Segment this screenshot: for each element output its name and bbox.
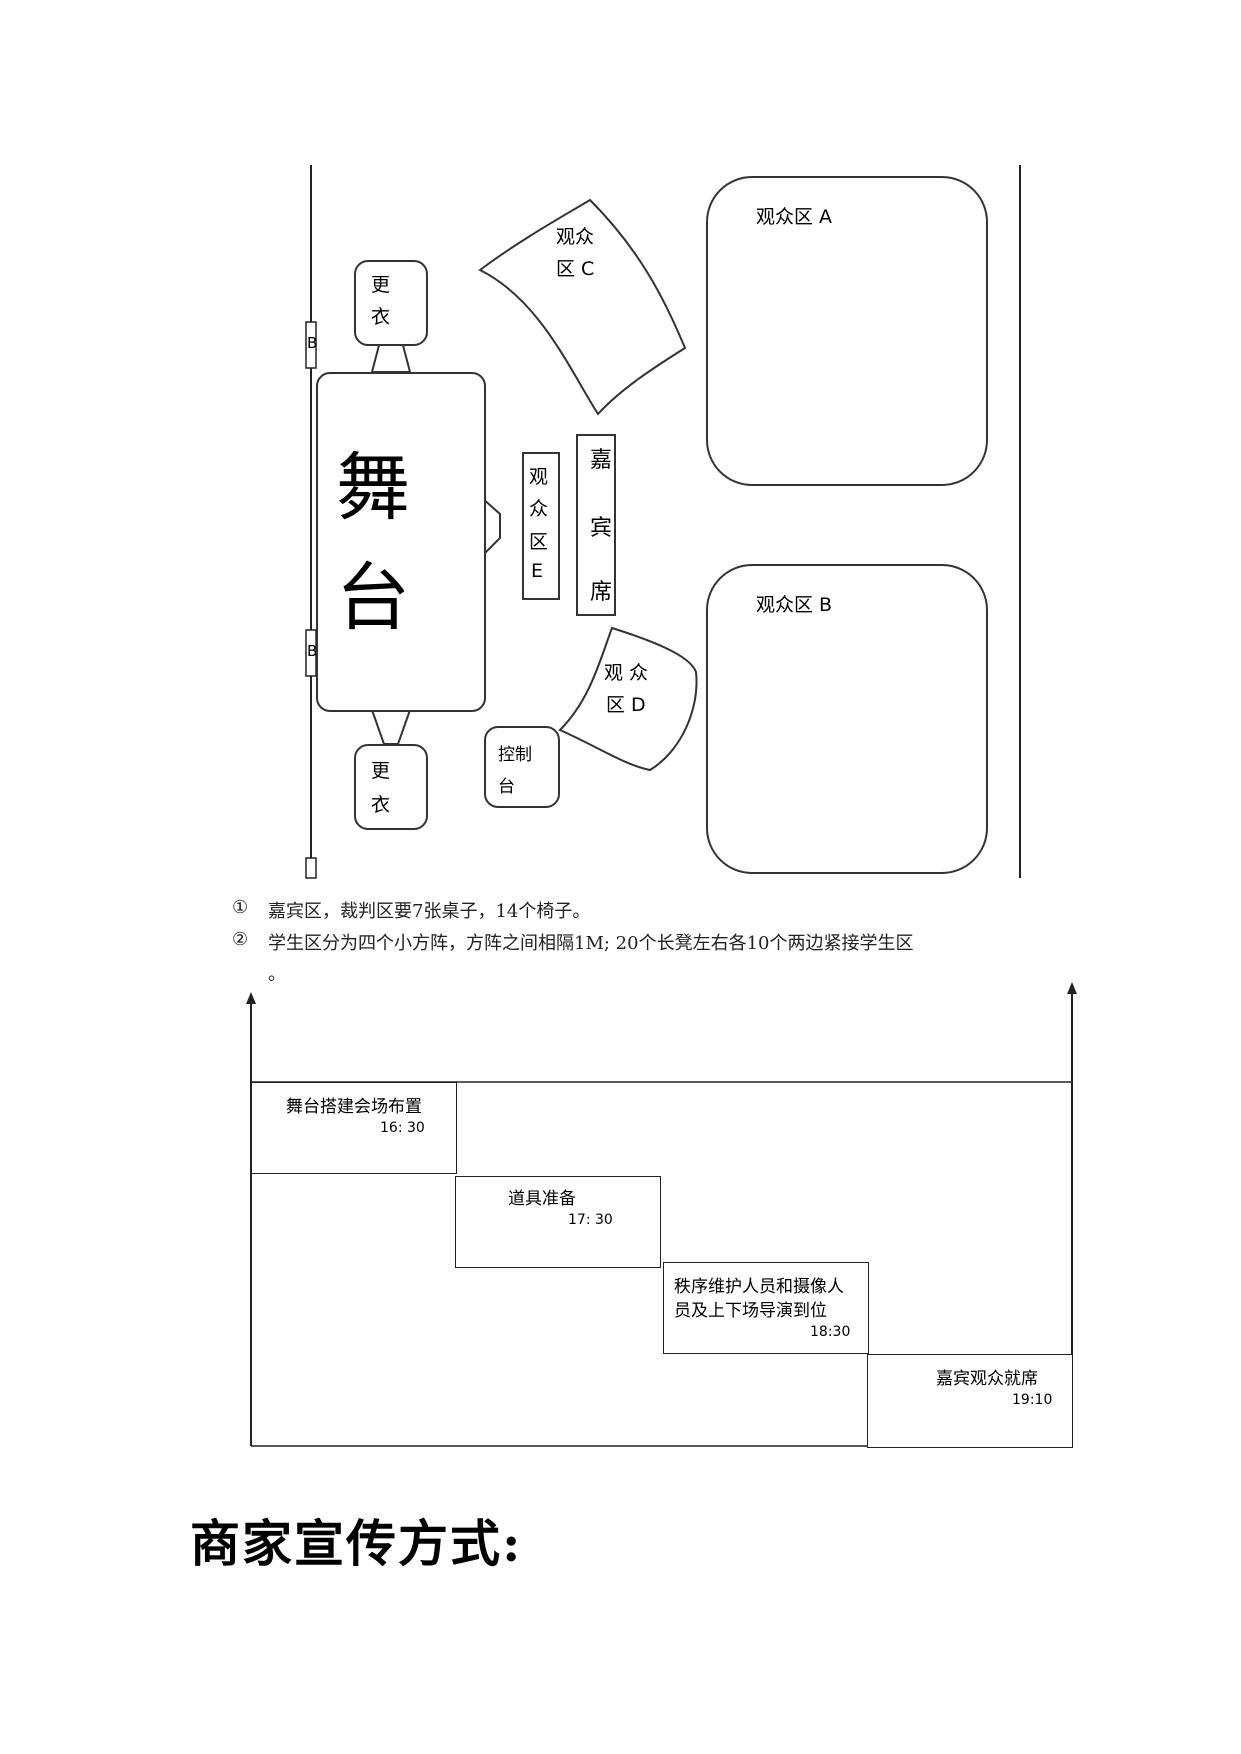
area-d-label-2: 区 D bbox=[606, 694, 646, 716]
timeline-left-arrowhead bbox=[246, 992, 256, 1004]
floor-plan-lines bbox=[305, 165, 1021, 879]
timeline-right-arrowhead bbox=[1067, 982, 1077, 994]
timeline-step-4-time: 19:10 bbox=[1012, 1392, 1053, 1408]
timeline-step-3 bbox=[663, 1262, 869, 1354]
stage bbox=[316, 372, 486, 712]
audience-area-b bbox=[706, 564, 988, 874]
stage-label-2: 台 bbox=[336, 555, 410, 641]
wall-marker-top bbox=[305, 321, 317, 369]
note-1-text: 嘉宾区，裁判区要7张桌子，14个椅子。 bbox=[268, 901, 591, 922]
note-2-text: 学生区分为四个小方阵，方阵之间相隔1M; 20个长凳左右各10个两边紧接学生区 bbox=[268, 933, 914, 954]
timeline-step-2-label: 道具准备 bbox=[508, 1189, 576, 1209]
guest-seating bbox=[576, 434, 616, 616]
area-c-shape bbox=[478, 198, 687, 416]
timeline-step-4 bbox=[867, 1354, 1073, 1448]
area-c-label-2: 区 C bbox=[556, 258, 595, 280]
audience-area-b-label: 观众区 B bbox=[756, 594, 833, 616]
wall-marker-end bbox=[305, 857, 317, 879]
changing-room-bottom bbox=[354, 744, 428, 830]
side-marker-top: B bbox=[307, 334, 318, 352]
audience-area-a bbox=[706, 176, 988, 486]
control-desk-label-2: 台 bbox=[498, 777, 515, 797]
control-desk-label-1: 控制 bbox=[498, 745, 532, 765]
note-2-marker: ② bbox=[232, 929, 249, 950]
changing-room-top bbox=[354, 260, 428, 346]
timeline-step-3-label-1: 秩序维护人员和摄像人 bbox=[674, 1277, 844, 1297]
connector-bottom bbox=[370, 709, 412, 745]
audience-area-a-label: 观众区 A bbox=[756, 206, 833, 228]
stage-label-1: 舞 bbox=[336, 445, 410, 531]
area-e-char-3: 区 bbox=[529, 531, 549, 553]
area-d-shape bbox=[558, 626, 698, 772]
timeline-step-3-time: 18:30 bbox=[810, 1324, 851, 1340]
timeline-step-2 bbox=[455, 1176, 661, 1268]
changing-room-bottom-label-2: 衣 bbox=[371, 794, 391, 816]
area-e-char-4: E bbox=[531, 560, 544, 582]
guest-char-3: 席 bbox=[590, 580, 613, 605]
area-c-label-1: 观众 bbox=[556, 226, 595, 248]
changing-room-bottom-label-1: 更 bbox=[371, 760, 391, 782]
note-1-marker: ① bbox=[232, 897, 249, 918]
side-marker-bottom: B bbox=[307, 642, 318, 660]
changing-room-top-label-1: 更 bbox=[371, 274, 391, 296]
area-e bbox=[522, 452, 560, 600]
control-desk bbox=[484, 726, 560, 808]
section-heading: 商家宣传方式: bbox=[190, 1514, 523, 1573]
timeline-step-3-label-2: 员及上下场导演到位 bbox=[674, 1301, 827, 1321]
area-e-char-2: 众 bbox=[529, 498, 549, 520]
area-e-char-1: 观 bbox=[529, 466, 549, 488]
changing-room-top-label-2: 衣 bbox=[371, 306, 391, 328]
note-3-text: 。 bbox=[268, 964, 286, 985]
timeline-step-2-time: 17: 30 bbox=[568, 1212, 613, 1228]
timeline-step-1 bbox=[251, 1082, 457, 1174]
area-d-label-1: 观 众 bbox=[604, 662, 649, 684]
timeline-step-1-label: 舞台搭建会场布置 bbox=[286, 1097, 422, 1117]
guest-char-1: 嘉 bbox=[590, 448, 613, 473]
guest-char-2: 宾 bbox=[590, 516, 613, 541]
timeline-step-1-time: 16: 30 bbox=[380, 1120, 425, 1136]
timeline-step-4-label: 嘉宾观众就席 bbox=[936, 1369, 1038, 1389]
